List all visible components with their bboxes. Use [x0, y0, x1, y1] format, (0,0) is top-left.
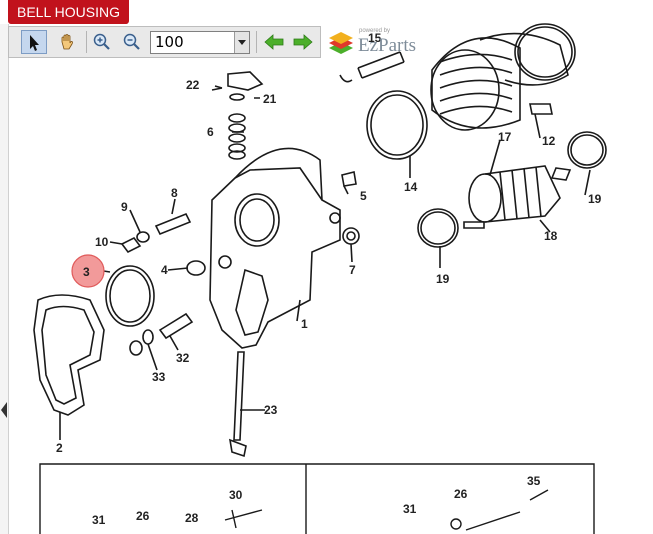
bolt-stack [228, 113, 246, 160]
callout-19-right: 19 [588, 192, 602, 206]
callout-23: 23 [264, 403, 278, 417]
callout-26-left: 26 [136, 509, 150, 523]
bellows-small [468, 165, 561, 223]
callout-28: 28 [185, 511, 199, 525]
viewer-toolbar: 100 [8, 26, 321, 58]
bellows-large [430, 32, 569, 131]
callout-9: 9 [121, 200, 128, 214]
prev-arrow-icon [264, 34, 284, 50]
callout-22: 22 [186, 78, 200, 92]
ezparts-logo: powered by EzParts [326, 28, 436, 58]
callout-19-left: 19 [436, 272, 450, 286]
callout-10: 10 [95, 235, 109, 249]
zoom-out-button[interactable] [120, 30, 146, 54]
callout-33: 33 [152, 370, 166, 384]
callout-21: 21 [263, 92, 277, 106]
zoom-select[interactable]: 100 [150, 31, 250, 54]
gasket-2 [33, 294, 105, 416]
callout-30: 30 [229, 488, 243, 502]
next-page-button[interactable] [290, 30, 316, 54]
callout-6: 6 [207, 125, 214, 139]
callout-17: 17 [498, 130, 512, 144]
callout-4: 4 [161, 263, 168, 277]
hand-icon [61, 34, 73, 50]
callout-3: 3 [83, 265, 90, 279]
pointer-icon [30, 35, 39, 51]
callout-31-right: 31 [403, 502, 417, 516]
pan-tool-button[interactable] [55, 30, 81, 54]
zoom-in-button[interactable] [90, 30, 116, 54]
next-arrow-icon [293, 34, 313, 50]
stacked-books-icon [329, 32, 353, 54]
zoom-out-icon [123, 33, 140, 50]
chevron-down-icon[interactable] [234, 32, 249, 53]
powered-by-text: powered by [359, 28, 391, 34]
callout-12: 12 [542, 134, 556, 148]
callout-14: 14 [404, 180, 418, 194]
diagram-title: BELL HOUSING [8, 0, 129, 24]
callout-31-left: 31 [92, 513, 106, 527]
collapse-arrow-icon[interactable] [1, 402, 7, 418]
callout-8: 8 [171, 186, 178, 200]
callout-3-highlight [71, 254, 105, 288]
callout-32: 32 [176, 351, 190, 365]
callout-15: 15 [368, 31, 382, 45]
previous-page-button[interactable] [261, 30, 287, 54]
callout-35: 35 [527, 474, 541, 488]
callout-1: 1 [301, 317, 308, 331]
toolbar-divider [256, 31, 257, 53]
bell-housing-body [209, 147, 341, 349]
left-panel-toggle[interactable] [0, 24, 9, 534]
zoom-in-icon [93, 33, 110, 50]
o-ring-3 [105, 265, 155, 327]
zoom-value: 100 [155, 33, 184, 51]
toolbar-divider [86, 31, 87, 53]
callout-26-right: 26 [454, 487, 468, 501]
callout-2: 2 [56, 441, 63, 455]
clamp-top [514, 23, 576, 81]
logo-name: EzParts [358, 35, 417, 56]
callout-7: 7 [349, 263, 356, 277]
select-tool-button[interactable] [21, 30, 47, 54]
ring-14 [366, 90, 428, 160]
callout-5: 5 [360, 189, 367, 203]
callout-18: 18 [544, 229, 558, 243]
